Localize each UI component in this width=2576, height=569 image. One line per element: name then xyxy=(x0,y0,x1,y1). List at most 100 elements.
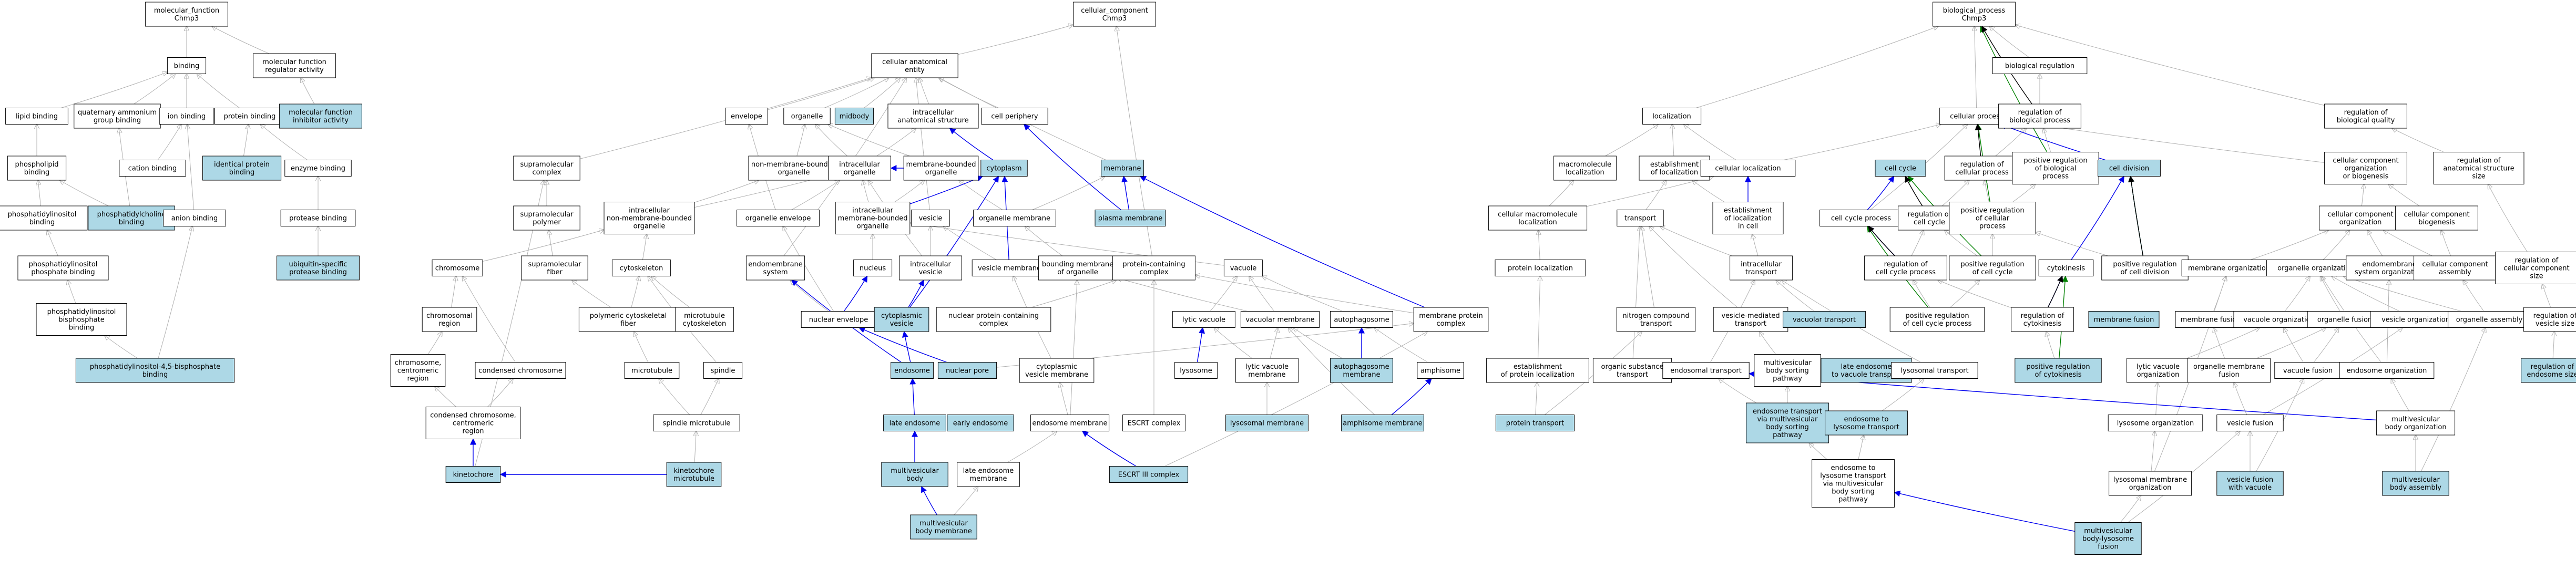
go-term-orgassembly[interactable]: organelle assembly xyxy=(2448,311,2531,328)
go-term-endotrans[interactable]: endosomal transport xyxy=(1662,362,1750,379)
go-term-envelope[interactable]: envelope xyxy=(725,108,768,125)
go-term-midbody[interactable]: midbody xyxy=(834,108,874,125)
go-term-vesicle[interactable]: vesicle xyxy=(911,210,950,226)
go-term-bioreg[interactable]: biological regulation xyxy=(1992,57,2088,74)
go-term-microtubule[interactable]: microtubule xyxy=(624,362,680,379)
go-term-nucleus[interactable]: nucleus xyxy=(853,260,893,276)
go-term-intranonmem[interactable]: intracellularnon-membrane-boundedorganel… xyxy=(604,202,695,234)
go-term-localization[interactable]: localization xyxy=(1642,108,1702,125)
go-term-membrane[interactable]: membrane xyxy=(1101,160,1144,177)
go-term-celldiv[interactable]: cell division xyxy=(2098,160,2161,177)
go-term-cytoplasm[interactable]: cytoplasm xyxy=(980,160,1028,177)
go-term-endomem[interactable]: endosome membrane xyxy=(1030,415,1110,431)
go-term-ionb[interactable]: ion binding xyxy=(159,108,214,125)
go-term-vactrans[interactable]: vacuolar transport xyxy=(1783,311,1866,328)
go-term-cytoskel[interactable]: cytoskeleton xyxy=(611,260,671,276)
go-term-kinetochore[interactable]: kinetochore xyxy=(445,466,501,483)
go-term-amphisome[interactable]: amphisome xyxy=(1417,362,1464,379)
go-term-vacuole[interactable]: vacuole xyxy=(1223,260,1263,276)
go-term-nucenv[interactable]: nuclear envelope xyxy=(801,311,876,328)
go-term-lateendo[interactable]: late endosome xyxy=(883,415,946,431)
go-term-enzb[interactable]: enzyme binding xyxy=(284,160,352,177)
go-term-pi45b[interactable]: phosphatidylinositol-4,5-bisphosphatebin… xyxy=(75,358,235,383)
go-term-spindlemt[interactable]: spindle microtubule xyxy=(653,415,740,431)
go-term-endosome[interactable]: endosome xyxy=(891,362,934,379)
go-term-autophago[interactable]: autophagosome xyxy=(1330,311,1393,328)
go-term-vacmem[interactable]: vacuolar membrane xyxy=(1240,311,1320,328)
go-term-lysoorg[interactable]: lysosome organization xyxy=(2108,415,2203,431)
go-term-protb[interactable]: protein binding xyxy=(214,108,285,125)
go-term-cperiph[interactable]: cell periphery xyxy=(981,108,1048,125)
go-term-plasmamem[interactable]: plasma membrane xyxy=(1095,210,1166,226)
go-term-lipidb[interactable]: lipid binding xyxy=(5,108,68,125)
go-term-vesorg[interactable]: vesicle organization xyxy=(2370,311,2461,328)
go-term-nucpore[interactable]: nuclear pore xyxy=(937,362,997,379)
go-term-escrt3[interactable]: ESCRT III complex xyxy=(1109,466,1189,483)
go-term-escrt[interactable]: ESCRT complex xyxy=(1122,415,1185,431)
go-term-endoorg[interactable]: endosome organization xyxy=(2339,362,2435,379)
go-term-spindle[interactable]: spindle xyxy=(703,362,743,379)
go-term-anionb[interactable]: anion binding xyxy=(163,210,226,226)
go-term-cytokinesis[interactable]: cytokinesis xyxy=(2038,260,2094,276)
go-term-protloc[interactable]: protein localization xyxy=(1495,260,1586,276)
